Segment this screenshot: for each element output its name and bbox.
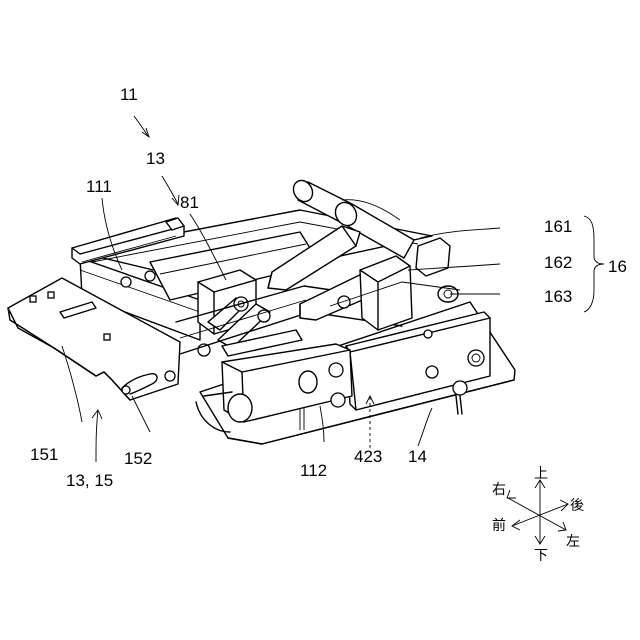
label-151: 151 xyxy=(30,445,58,464)
label-111: 111 xyxy=(86,177,112,196)
direction-indicator xyxy=(507,480,568,544)
label-13: 13 xyxy=(146,149,165,168)
label-163: 163 xyxy=(544,287,572,306)
label-13-15: 13, 15 xyxy=(66,471,113,490)
direction-down-label: 下 xyxy=(534,548,548,564)
label-14: 14 xyxy=(408,447,427,466)
label-11: 11 xyxy=(120,85,138,104)
label-16: 16 xyxy=(608,257,627,276)
label-162: 162 xyxy=(544,253,572,272)
label-81: 81 xyxy=(180,193,199,212)
label-423: 423 xyxy=(354,447,382,466)
direction-right-label: 右 xyxy=(492,482,506,498)
direction-front-label: 前 xyxy=(492,517,506,534)
label-161: 161 xyxy=(544,217,572,236)
direction-rear-label: 後 xyxy=(570,498,584,514)
direction-left-label: 左 xyxy=(566,534,580,550)
label-152: 152 xyxy=(124,449,152,468)
label-112: 112 xyxy=(300,461,327,480)
direction-up-label: 上 xyxy=(534,466,548,482)
